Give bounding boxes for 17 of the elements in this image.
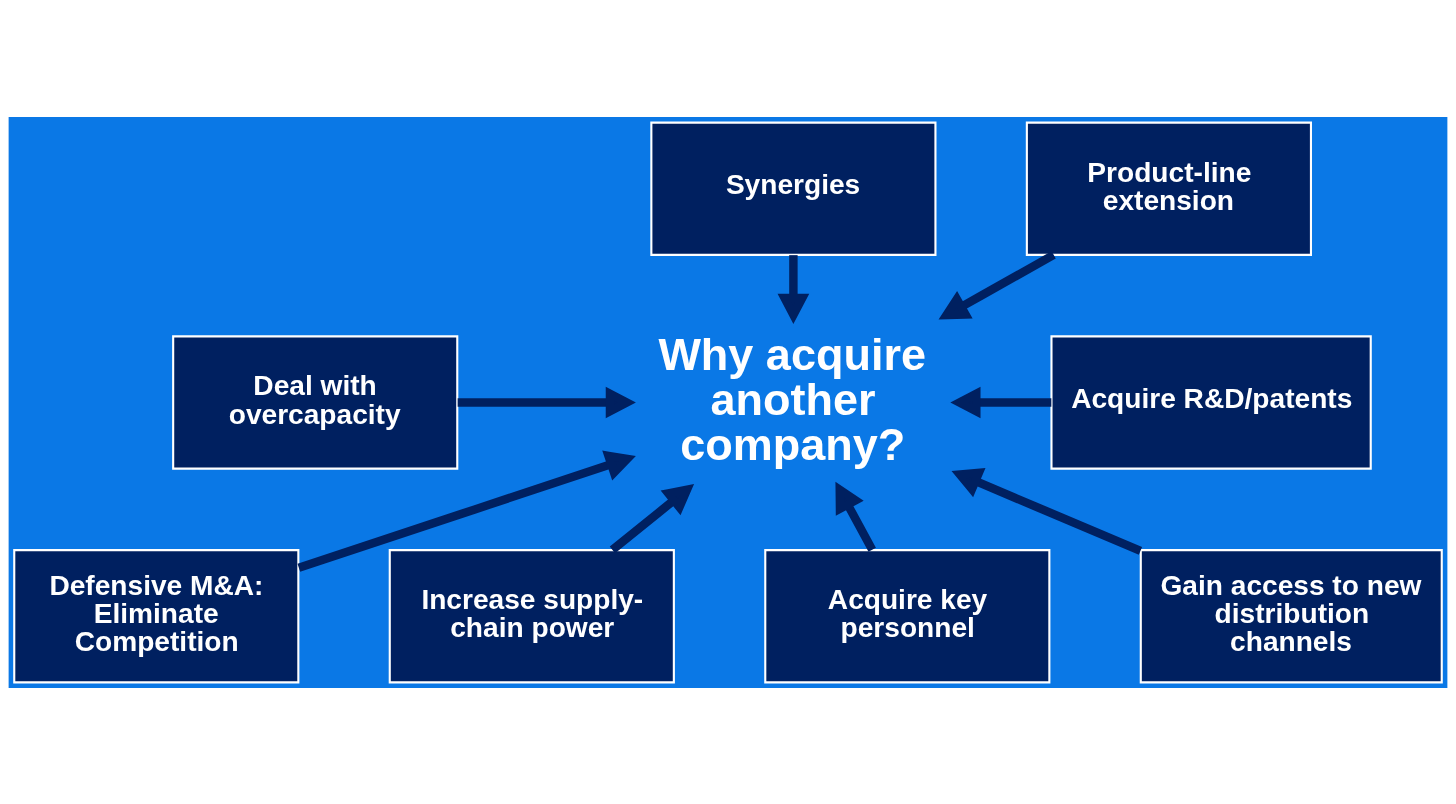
arrow <box>950 386 1052 418</box>
arrow <box>457 386 636 418</box>
node-box: Increase supply-chain power <box>388 548 675 683</box>
arrow <box>938 250 1056 320</box>
node-text: Why acquire another company? <box>658 328 926 470</box>
arrow <box>951 467 1143 555</box>
node-box: Product-line extension <box>1025 121 1312 256</box>
node-box: Defensive M&A: Eliminate Competition <box>13 548 300 683</box>
node-box: Gain access to new distribution channels <box>1139 548 1443 683</box>
node-box: Synergies <box>650 121 937 256</box>
arrow <box>835 481 876 552</box>
node-box: Acquire R&D/patents <box>1050 334 1372 470</box>
node-box: Acquire key personnel <box>764 548 1051 683</box>
node-box: Deal with overcapacity <box>172 334 459 470</box>
arrow <box>609 483 695 553</box>
arrow <box>297 450 636 572</box>
arrow <box>777 254 810 324</box>
